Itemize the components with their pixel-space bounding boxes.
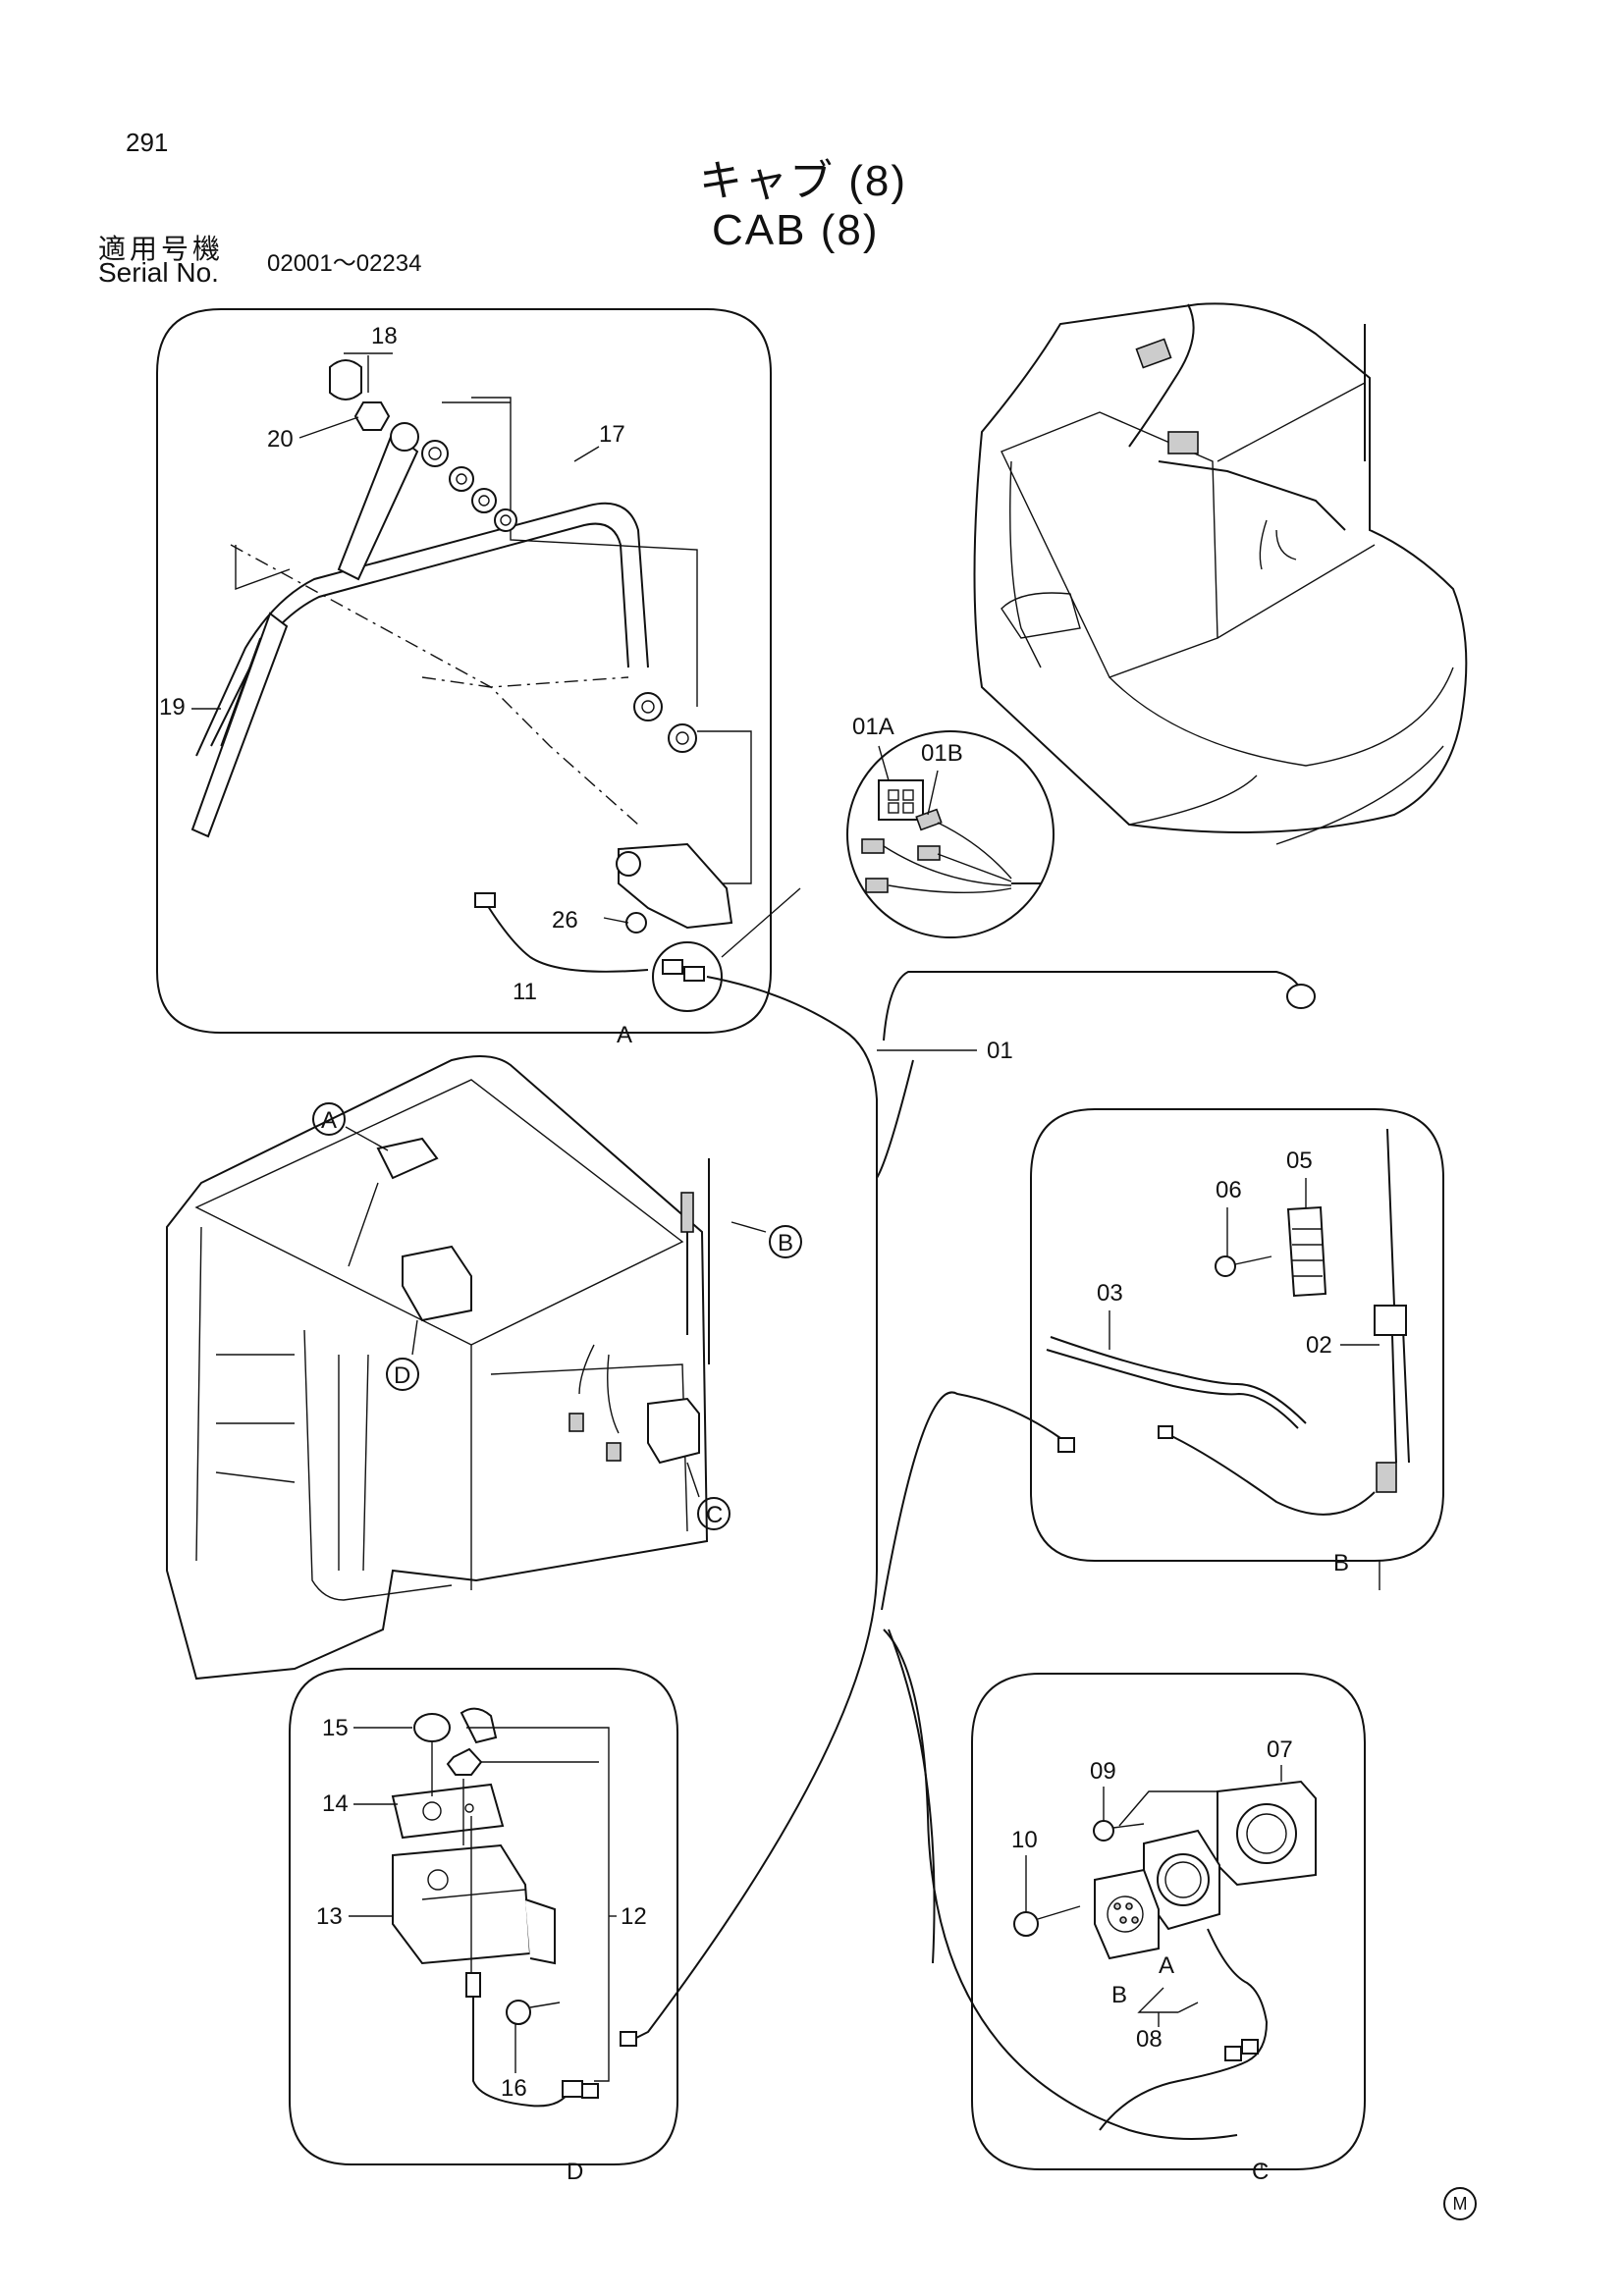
label-12: 12 — [621, 1903, 647, 1930]
section-label-d: D — [567, 2159, 583, 2185]
serial-label-en: Serial No. — [98, 257, 219, 288]
callout-c-circle — [697, 1497, 730, 1530]
page-title-jp: キャブ (8) — [699, 157, 907, 205]
callout-d: D — [394, 1362, 410, 1389]
cab-main — [166, 1055, 767, 1681]
section-label-c: C — [1252, 2159, 1269, 2185]
label-20: 20 — [267, 426, 294, 453]
section-label-a: A — [617, 1022, 632, 1048]
serial-range: 02001～02234 — [267, 250, 422, 277]
label-16: 16 — [501, 2075, 527, 2102]
callout-b: B — [778, 1230, 793, 1256]
detail-b-panel — [1030, 1108, 1444, 1590]
label-01b: 01B — [921, 740, 963, 767]
label-01: 01 — [987, 1038, 1013, 1064]
connector-detail-circle — [846, 730, 1055, 938]
label-08: 08 — [1136, 2026, 1163, 2053]
label-02: 02 — [1306, 1332, 1332, 1359]
callout-a-circle — [312, 1102, 346, 1136]
section-label-b: B — [1333, 1550, 1349, 1576]
label-07: 07 — [1267, 1736, 1293, 1763]
label-19: 19 — [159, 694, 186, 721]
callout-b-circle — [769, 1225, 802, 1258]
main-harness — [620, 971, 1316, 2140]
label-03: 03 — [1097, 1280, 1123, 1307]
label-26: 26 — [552, 907, 578, 934]
label-01a: 01A — [852, 714, 894, 740]
callout-d-circle — [386, 1358, 419, 1391]
detail-c-panel — [971, 1673, 1366, 2170]
sub-label-a: A — [1159, 1952, 1174, 1979]
detail-d-panel — [289, 1668, 678, 2165]
label-09: 09 — [1090, 1758, 1116, 1785]
cab-perspective-top — [973, 302, 1468, 845]
label-17: 17 — [599, 421, 625, 448]
label-06: 06 — [1216, 1177, 1242, 1203]
label-05: 05 — [1286, 1148, 1313, 1174]
detail-a-panel — [156, 308, 801, 1034]
manufacturer-mark: M — [1443, 2187, 1477, 2220]
label-14: 14 — [322, 1790, 349, 1817]
page-title-en: CAB (8) — [712, 206, 880, 254]
label-18: 18 — [371, 323, 398, 349]
page-number: 291 — [126, 128, 169, 157]
serial-label-jp: 適用号機 — [98, 234, 225, 264]
sub-label-b: B — [1111, 1982, 1127, 2008]
callout-a: A — [321, 1107, 337, 1134]
label-11: 11 — [513, 979, 537, 1005]
label-13: 13 — [316, 1903, 343, 1930]
label-15: 15 — [322, 1715, 349, 1741]
label-10: 10 — [1011, 1827, 1038, 1853]
callout-c: C — [706, 1502, 723, 1528]
